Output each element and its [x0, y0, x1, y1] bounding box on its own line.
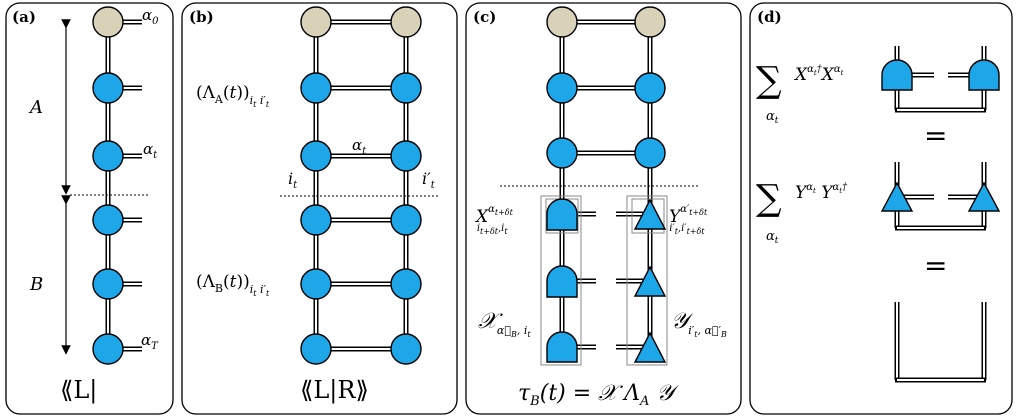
XdagX-label: Xαt†Xαt [793, 64, 844, 85]
tensor-node-a [92, 140, 124, 172]
calX-group-box [540, 195, 582, 366]
panel-a: (a) A B α0 αt αT ⟪L| [5, 2, 174, 415]
tensor-node-c [634, 72, 666, 104]
X-tensor [546, 198, 578, 231]
caption-b: ⟪L|R⟫ [300, 376, 369, 405]
boundary-node-c [546, 6, 578, 38]
boundary-node-b [300, 6, 332, 38]
X-tensor [546, 265, 578, 298]
calY-group-box [626, 195, 668, 366]
tensor-node-b [390, 333, 422, 365]
tensor-node-b [390, 140, 422, 172]
panel-d-frame [749, 2, 1013, 415]
tensor-node-a [92, 333, 124, 365]
it-label: it [288, 169, 298, 191]
tensor-node-b [300, 140, 332, 172]
panel-b-tag: (b) [189, 8, 214, 26]
Y-tensor [633, 331, 667, 363]
tensor-node-b [390, 204, 422, 236]
panel-c-frame [465, 2, 742, 415]
equals-1: = [924, 119, 947, 152]
X-tensor [546, 331, 578, 363]
tensor-node-c [546, 72, 578, 104]
sum-symbol-2: ∑ [756, 178, 782, 219]
sum-symbol-1: ∑ [756, 60, 782, 101]
panel-d-tag: (d) [757, 8, 782, 26]
Y-tensor [633, 198, 667, 230]
panel-b: (b) (ΛA(t))it i′t (ΛB(t))it i′t αt it [181, 2, 458, 415]
panel-d: (d) ∑ αt Xαt†Xαt = ∑ αt Yαt Yαt† = [749, 2, 1013, 415]
tensor-node-b [300, 204, 332, 236]
region-a-label: A [28, 97, 43, 118]
legs-c [562, 211, 650, 350]
tensor-node-a [92, 204, 124, 236]
panel-c: (c) [465, 2, 742, 415]
tensor-node-b [300, 268, 332, 300]
YYdag-diagram [880, 162, 1001, 231]
tensor-node-c [634, 137, 666, 169]
caption-a: ⟪L| [60, 376, 97, 405]
tensor-node-a [92, 268, 124, 300]
identity-diagram [894, 302, 987, 383]
tensor-node-b [300, 333, 332, 365]
caption-c: τB(t) = 𝒳 ΛA 𝒴 [518, 381, 679, 409]
Y-box [631, 198, 665, 234]
boundary-node-a [92, 6, 124, 38]
panel-a-tag: (a) [12, 8, 36, 26]
boundary-node-c [634, 6, 666, 38]
XdagX-diagram [881, 46, 1000, 113]
tensor-node-b [300, 72, 332, 104]
equals-2: = [924, 249, 947, 282]
tensor-node-c [546, 137, 578, 169]
panel-a-frame [5, 2, 174, 415]
boundary-node-b [390, 6, 422, 38]
region-b-label: B [29, 274, 43, 295]
panel-c-tag: (c) [473, 8, 496, 26]
tensor-node-b [390, 268, 422, 300]
Y-tensor [633, 265, 667, 297]
tensor-node-a [92, 72, 124, 104]
tensor-node-b [390, 72, 422, 104]
